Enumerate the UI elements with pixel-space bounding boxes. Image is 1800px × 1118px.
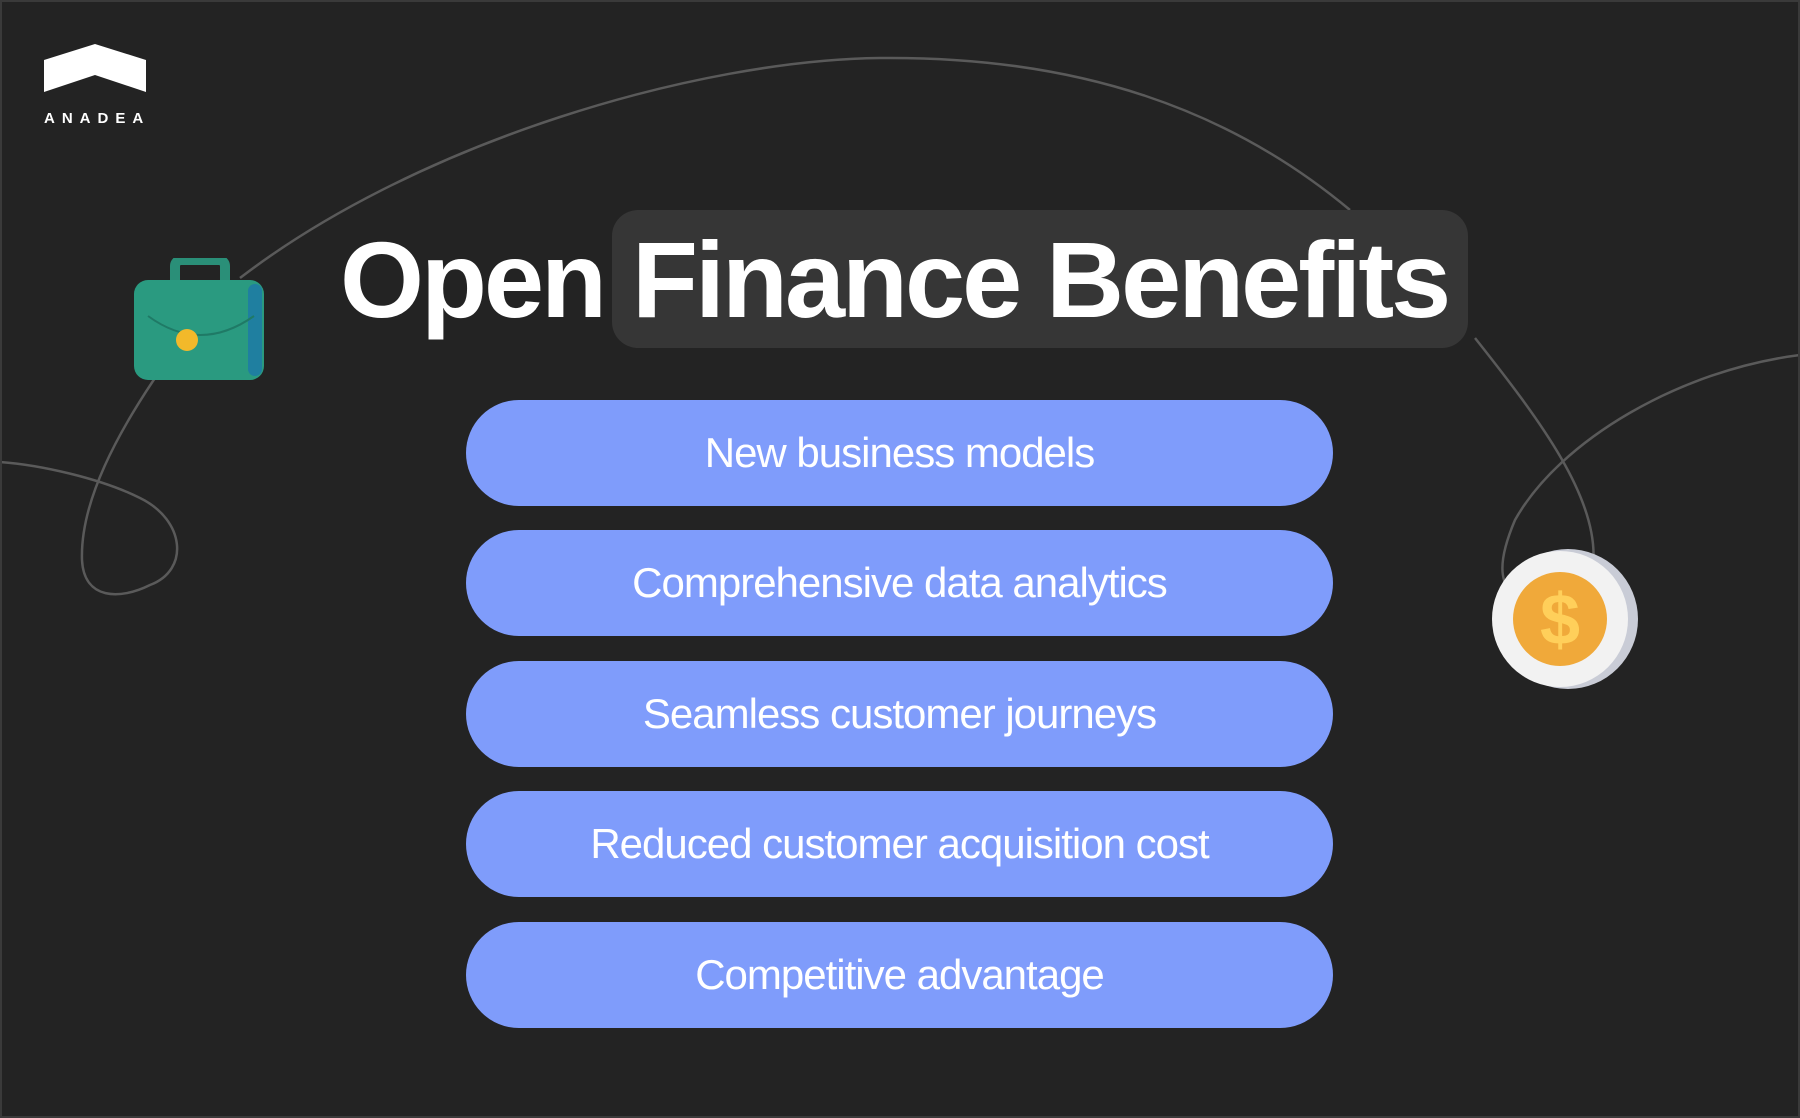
brand-name: ANADEA [44,110,151,127]
benefit-pill: Reduced customer acquisition cost [466,791,1333,897]
dollar-coin-icon: $ [1492,549,1638,689]
benefit-pill: Seamless customer journeys [466,661,1333,767]
title-highlighted: Finance Benefits [612,210,1469,348]
briefcase-icon [134,258,264,380]
benefit-pill: New business models [466,400,1333,506]
benefit-pill: Competitive advantage [466,922,1333,1028]
benefit-pill: Comprehensive data analytics [466,530,1333,636]
page-title: Open Finance Benefits [340,210,1469,348]
anadea-logo-icon [44,44,146,92]
title-plain: Open [340,218,607,340]
svg-text:$: $ [1540,580,1580,660]
